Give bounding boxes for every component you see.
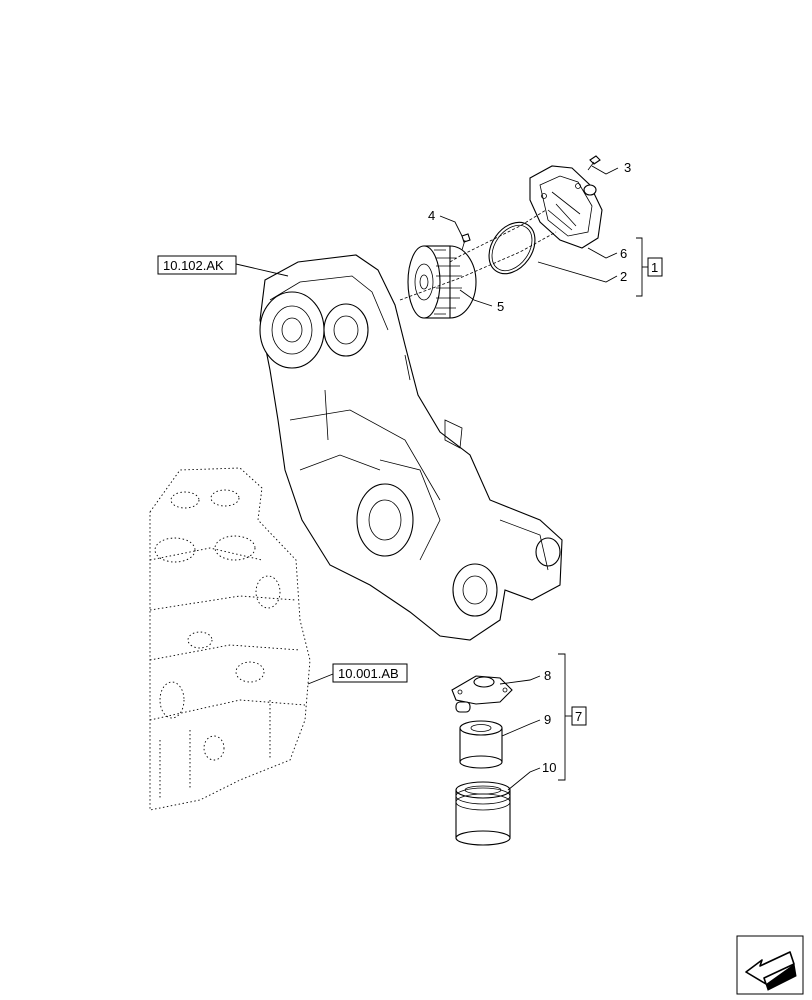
ref-box-engine-block[interactable] [332, 663, 408, 683]
assembly-axis-line-2 [449, 209, 547, 263]
callout-2: 2 [620, 269, 627, 284]
assembly-axis-line [399, 231, 557, 301]
callout-9: 9 [544, 712, 551, 727]
callout-5: 5 [497, 299, 504, 314]
callout-1: 1 [651, 260, 658, 275]
arrow-left-icon[interactable] [736, 935, 804, 995]
callout-box-7 [571, 706, 587, 726]
callout-3: 3 [624, 160, 631, 175]
screw-4 [461, 233, 471, 251]
o-ring [488, 221, 536, 275]
ref-gear-cover[interactable]: 10.102.AK [163, 258, 224, 273]
filter-bowl [455, 781, 511, 846]
callout-10: 10 [542, 760, 556, 775]
callout-7: 7 [575, 709, 582, 724]
filter-element [459, 720, 503, 769]
callout-8: 8 [544, 668, 551, 683]
callout-box-1 [647, 257, 663, 277]
filter-head [451, 675, 513, 713]
gear-cover-housing [259, 254, 563, 641]
engine-block-illustration [149, 467, 311, 811]
pump-cover [529, 165, 603, 249]
ref-engine-block[interactable]: 10.001.AB [338, 666, 399, 681]
callout-6: 6 [620, 246, 627, 261]
leader-lines [235, 165, 648, 791]
callout-4: 4 [428, 208, 435, 223]
pump-gear [407, 245, 477, 319]
ref-box-gear-cover[interactable] [157, 255, 237, 275]
screw-3 [587, 155, 601, 171]
